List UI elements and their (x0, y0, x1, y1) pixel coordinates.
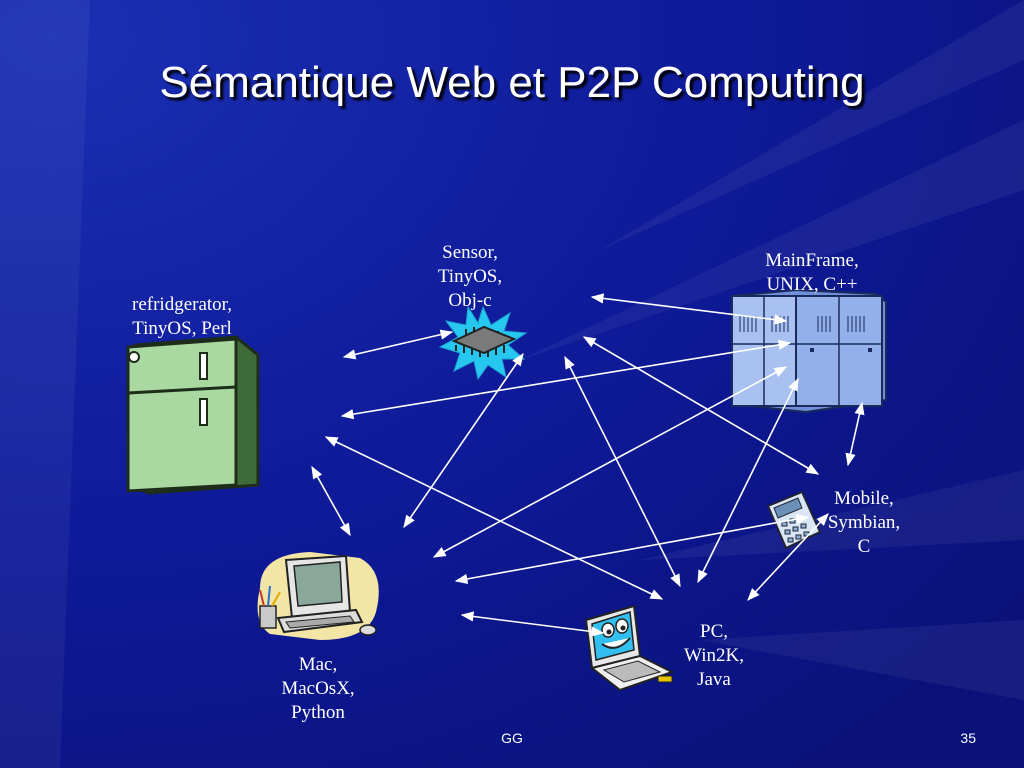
node-label-pc: PC, Win2K, Java (684, 621, 744, 690)
arrow-refrigerator-mac (311, 465, 351, 537)
arrow-sensor-pc (564, 355, 681, 588)
arrow-mainframe-refrigerator (340, 339, 792, 420)
slide-title: Sémantique Web et P2P Computing (159, 58, 865, 107)
laptop-icon (584, 604, 675, 692)
node-label-sensor: Sensor, TinyOS, Obj-c (437, 242, 503, 311)
arrow-sensor-refrigerator (342, 329, 454, 360)
arrow-pc-mac (460, 611, 605, 637)
node-label-mobile: Mobile, Symbian, C (827, 488, 901, 557)
refrigerator-icon (126, 335, 260, 495)
node-label-refrigerator: refridgerator, TinyOS, Perl (132, 294, 232, 339)
arrow-mainframe-mobile (845, 401, 865, 467)
arrow-mainframe-mac (432, 366, 788, 558)
node-label-mac: Mac, MacOsX, Python (281, 654, 355, 723)
arrow-mobile-mac (454, 514, 810, 584)
arrow-sensor-mac (403, 352, 524, 529)
arrow-mainframe-pc (697, 377, 799, 584)
arrow-sensor-mainframe (590, 293, 788, 325)
page-number: 35 (960, 730, 976, 746)
node-label-mainframe: MainFrame, UNIX, C++ (765, 250, 859, 295)
footer-author: GG (501, 730, 523, 746)
arrow-mobile-pc (747, 513, 829, 601)
